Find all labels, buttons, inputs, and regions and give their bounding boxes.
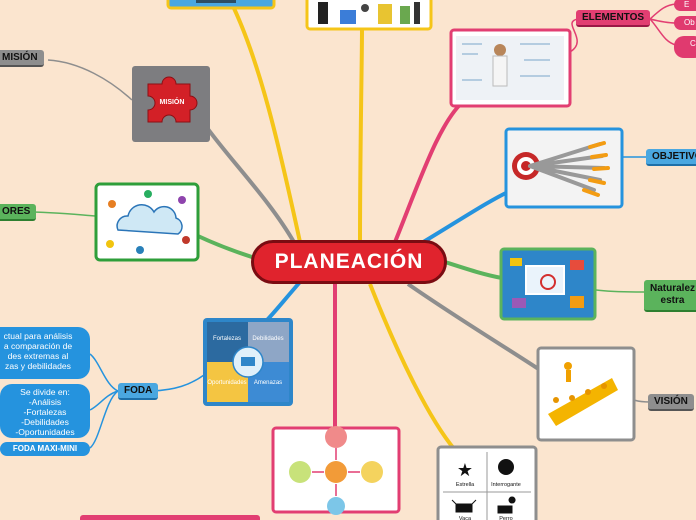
star-icon: ★	[457, 460, 473, 480]
valores-image[interactable]	[94, 182, 200, 262]
connector-mision	[47, 59, 133, 101]
foda-sub2-line1: Se divide en:	[20, 387, 70, 397]
foda-sub1-line5: s	[0, 371, 90, 381]
branch-line-objetivos	[418, 188, 513, 246]
bcg-matrix-image[interactable]: ★ Estrella Interrogante Vaca Perro	[436, 445, 538, 520]
foda-sub-maxi-mini[interactable]: FODA MAXI-MINI	[0, 442, 90, 456]
naturaleza-label[interactable]: Naturalez estra	[644, 280, 696, 312]
top-center-image[interactable]	[305, 0, 433, 31]
foda-sub1-line1: ctual para análisis	[3, 331, 73, 341]
branch-line-top-left	[228, 0, 302, 243]
foda-sub2-line4: -Debilidades	[21, 417, 69, 427]
elementos-child-1[interactable]: E	[674, 0, 696, 11]
connector-foda	[151, 374, 205, 392]
vision-image[interactable]	[536, 346, 636, 442]
branch-line-mision	[203, 123, 297, 245]
connector-elementos-children	[649, 3, 677, 46]
naturaleza-label-line2: estra	[660, 295, 685, 306]
branch-line-top-center	[358, 27, 364, 243]
branch-line-bottom-yellow	[368, 283, 457, 452]
foda-label[interactable]: FODA	[118, 383, 159, 400]
branch-line-valores	[197, 234, 256, 260]
connector-foda-sub3	[89, 390, 119, 449]
foda-sub2-line2: -Análisis	[28, 397, 62, 407]
branch-line-elementos	[393, 98, 467, 243]
elementos-label[interactable]: ELEMENTOS	[576, 10, 651, 27]
bcg-cell-1: Estrella	[456, 482, 475, 488]
matriz-diagram-image[interactable]	[271, 426, 401, 515]
mision-image-label: MISIÓN	[160, 97, 185, 106]
bcg-cell-2: Interrogante	[491, 482, 521, 488]
central-topic-planeacion[interactable]: PLANEACIÓN	[251, 240, 447, 284]
foda-sub2-line5: -Oportunidades	[15, 427, 75, 437]
elementos-child-3[interactable]: C	[674, 36, 696, 58]
foda-quadrant-2: Debilidades	[252, 336, 283, 342]
foda-sub-divide[interactable]: Se divide en: -Análisis -Fortalezas -Deb…	[0, 384, 90, 438]
bottom-left-partial-node[interactable]	[80, 515, 260, 520]
connector-elementos	[569, 18, 579, 53]
cow-icon	[451, 499, 477, 513]
foda-sub1-line3: des extremas al	[7, 351, 69, 361]
bcg-cell-3: Vaca	[459, 516, 472, 520]
mision-label[interactable]: MISIÓN	[0, 50, 44, 67]
naturaleza-label-line1: Naturalez	[650, 283, 696, 294]
connector-foda-sub1	[89, 353, 119, 392]
connector-foda-sub2	[89, 390, 119, 411]
valores-label[interactable]: ORES	[0, 204, 37, 221]
bcg-cell-4: Perro	[499, 516, 512, 520]
foda-image[interactable]: Fortalezas Debilidades Oportunidades Ame…	[203, 318, 293, 406]
foda-sub1-line2: a comparación de	[3, 341, 73, 351]
foda-quadrant-1: Fortalezas	[213, 336, 241, 342]
vision-label[interactable]: VISIÓN	[648, 394, 694, 411]
objetivos-label[interactable]: OBJETIVO	[646, 149, 696, 166]
elementos-child-2[interactable]: Ob	[674, 16, 696, 30]
objetivos-image[interactable]	[504, 127, 624, 209]
foda-sub2-line3: -Fortalezas	[23, 407, 67, 417]
elementos-image[interactable]	[449, 28, 572, 108]
naturaleza-image[interactable]	[499, 247, 597, 321]
connector-naturaleza	[595, 289, 645, 293]
dog-icon	[497, 496, 516, 514]
foda-sub-analysis[interactable]: ctual para análisis a comparación de des…	[0, 327, 90, 379]
branch-line-vision	[406, 282, 542, 372]
question-icon	[498, 459, 514, 475]
connector-valores	[25, 211, 97, 217]
branch-line-naturaleza	[444, 260, 503, 280]
foda-quadrant-4: Amenazas	[254, 380, 282, 386]
foda-quadrant-3: Oportunidades	[207, 380, 246, 386]
top-left-image[interactable]	[166, 0, 276, 10]
foda-sub1-line4: zas y debilidades	[5, 361, 71, 371]
mision-image[interactable]: MISIÓN	[132, 66, 210, 142]
